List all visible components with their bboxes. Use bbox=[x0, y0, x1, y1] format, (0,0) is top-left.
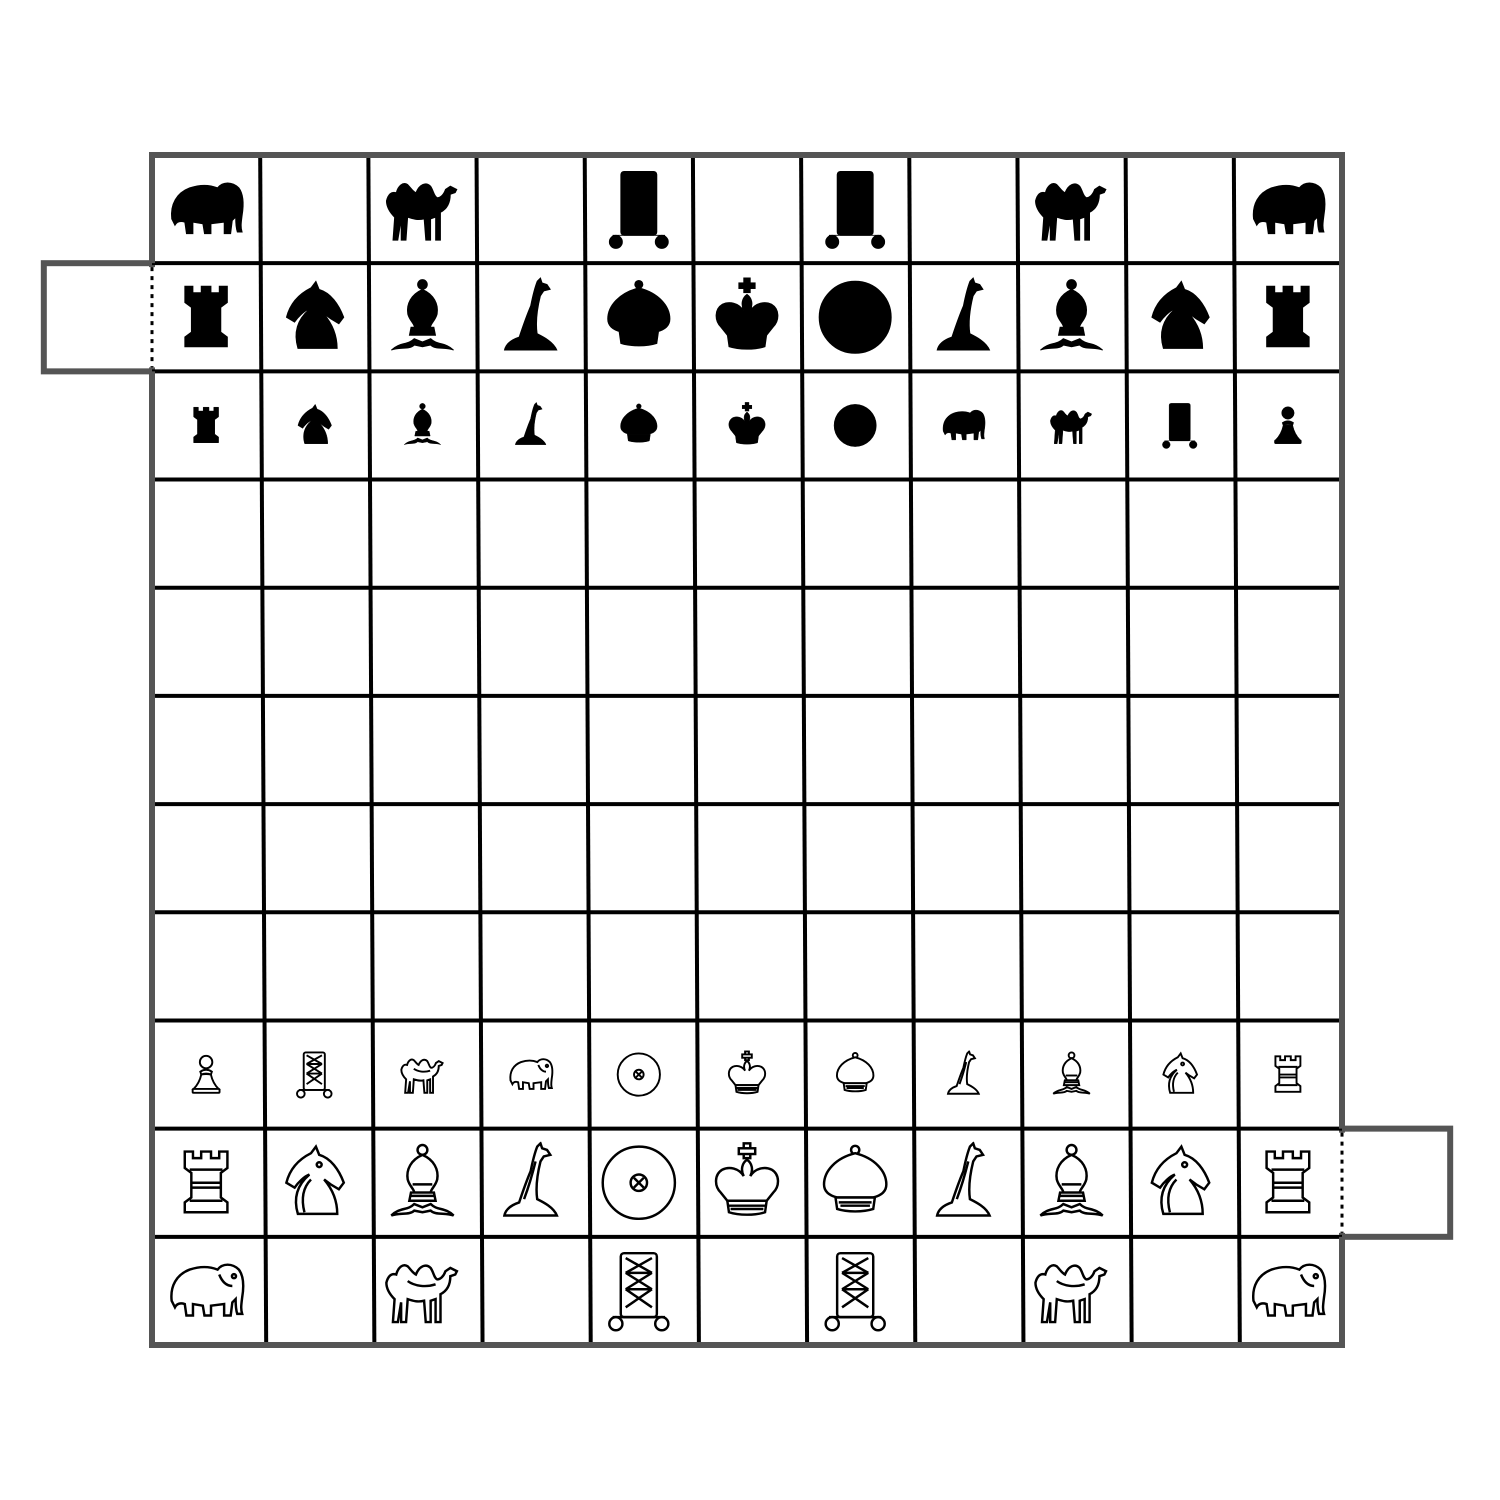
board-outline bbox=[149, 152, 1345, 1348]
board-square[interactable] bbox=[480, 1240, 582, 1342]
board-square[interactable] bbox=[804, 699, 906, 801]
grid-line-vertical bbox=[474, 154, 485, 1346]
grid-line-vertical bbox=[799, 154, 810, 1346]
board-square[interactable] bbox=[1129, 591, 1231, 693]
grid-line-vertical bbox=[907, 154, 918, 1346]
board-square[interactable] bbox=[804, 807, 906, 909]
board-square[interactable] bbox=[1237, 591, 1339, 693]
board-square[interactable] bbox=[912, 483, 1014, 585]
grid-line-vertical bbox=[258, 154, 269, 1346]
board-square[interactable] bbox=[912, 915, 1014, 1017]
board-square[interactable] bbox=[1237, 807, 1339, 909]
white-pawn-of-generals-piece[interactable] bbox=[616, 1052, 661, 1097]
grid-line-vertical bbox=[582, 154, 593, 1346]
board-square[interactable] bbox=[371, 591, 473, 693]
board-square[interactable] bbox=[263, 591, 365, 693]
black-pawn-of-rooks-piece[interactable] bbox=[193, 406, 219, 443]
white-general-piece[interactable] bbox=[601, 1145, 677, 1221]
board-square[interactable] bbox=[696, 483, 798, 585]
board-square[interactable] bbox=[804, 483, 906, 585]
board-square[interactable] bbox=[1129, 699, 1231, 801]
board-square[interactable] bbox=[912, 807, 1014, 909]
grid-line-vertical bbox=[1015, 154, 1026, 1346]
black-general-piece[interactable] bbox=[818, 280, 892, 354]
board-square[interactable] bbox=[588, 807, 690, 909]
board-square[interactable] bbox=[804, 915, 906, 1017]
board-square[interactable] bbox=[1020, 483, 1122, 585]
board-square[interactable] bbox=[263, 915, 365, 1017]
board-square[interactable] bbox=[696, 915, 798, 1017]
board-square[interactable] bbox=[588, 699, 690, 801]
board-square[interactable] bbox=[155, 915, 257, 1017]
grid-line-vertical bbox=[690, 154, 701, 1346]
white-rook-piece[interactable] bbox=[1265, 1150, 1311, 1214]
board-square[interactable] bbox=[371, 807, 473, 909]
board-square[interactable] bbox=[912, 591, 1014, 693]
board-square[interactable] bbox=[480, 483, 582, 585]
board-square[interactable] bbox=[1237, 483, 1339, 585]
board-square[interactable] bbox=[1237, 699, 1339, 801]
black-rook-piece[interactable] bbox=[184, 285, 228, 348]
grid-line-vertical bbox=[366, 154, 377, 1346]
board-square[interactable] bbox=[480, 699, 582, 801]
board-square[interactable] bbox=[1020, 699, 1122, 801]
board-square[interactable] bbox=[155, 591, 257, 693]
board-square[interactable] bbox=[804, 591, 906, 693]
board-grid bbox=[152, 154, 1342, 1346]
board-square[interactable] bbox=[263, 1240, 365, 1342]
board-square[interactable] bbox=[588, 483, 690, 585]
board-square[interactable] bbox=[696, 591, 798, 693]
board-square[interactable] bbox=[155, 807, 257, 909]
board-square[interactable] bbox=[1129, 483, 1231, 585]
white-rook-piece[interactable] bbox=[183, 1150, 229, 1214]
white-pawn-of-rooks-piece[interactable] bbox=[1274, 1055, 1302, 1093]
board-square[interactable] bbox=[263, 807, 365, 909]
board-square[interactable] bbox=[480, 915, 582, 1017]
board-square[interactable] bbox=[912, 158, 1014, 260]
black-citadel[interactable] bbox=[40, 260, 155, 375]
board-square[interactable] bbox=[371, 915, 473, 1017]
board-square[interactable] bbox=[1020, 591, 1122, 693]
board-square[interactable] bbox=[696, 807, 798, 909]
board-square[interactable] bbox=[480, 591, 582, 693]
grid-line-vertical bbox=[1231, 154, 1242, 1346]
board-square[interactable] bbox=[696, 1240, 798, 1342]
board-square[interactable] bbox=[1129, 807, 1231, 909]
citadels bbox=[40, 260, 1454, 1240]
board-square[interactable] bbox=[155, 699, 257, 801]
board-square[interactable] bbox=[480, 158, 582, 260]
board-square[interactable] bbox=[371, 483, 473, 585]
board-square[interactable] bbox=[912, 699, 1014, 801]
board-square[interactable] bbox=[155, 483, 257, 585]
black-pawn-of-generals-piece[interactable] bbox=[833, 404, 877, 447]
black-rook-piece[interactable] bbox=[1266, 285, 1310, 348]
board-square[interactable] bbox=[696, 158, 798, 260]
board-square[interactable] bbox=[263, 158, 365, 260]
board-pieces bbox=[155, 158, 1339, 1342]
board-square[interactable] bbox=[1129, 158, 1231, 260]
board-square[interactable] bbox=[263, 483, 365, 585]
board-square[interactable] bbox=[1020, 807, 1122, 909]
board-border bbox=[149, 152, 1345, 1348]
board-square[interactable] bbox=[588, 591, 690, 693]
board-square[interactable] bbox=[263, 699, 365, 801]
white-citadel[interactable] bbox=[1339, 1125, 1454, 1240]
board-square[interactable] bbox=[1237, 915, 1339, 1017]
board-square[interactable] bbox=[1020, 915, 1122, 1017]
board-square[interactable] bbox=[371, 699, 473, 801]
board-square[interactable] bbox=[1129, 915, 1231, 1017]
board-square[interactable] bbox=[1129, 1240, 1231, 1342]
board-square[interactable] bbox=[912, 1240, 1014, 1342]
board-square[interactable] bbox=[696, 699, 798, 801]
board-square[interactable] bbox=[588, 915, 690, 1017]
board-square[interactable] bbox=[480, 807, 582, 909]
grid-line-vertical bbox=[1123, 154, 1134, 1346]
